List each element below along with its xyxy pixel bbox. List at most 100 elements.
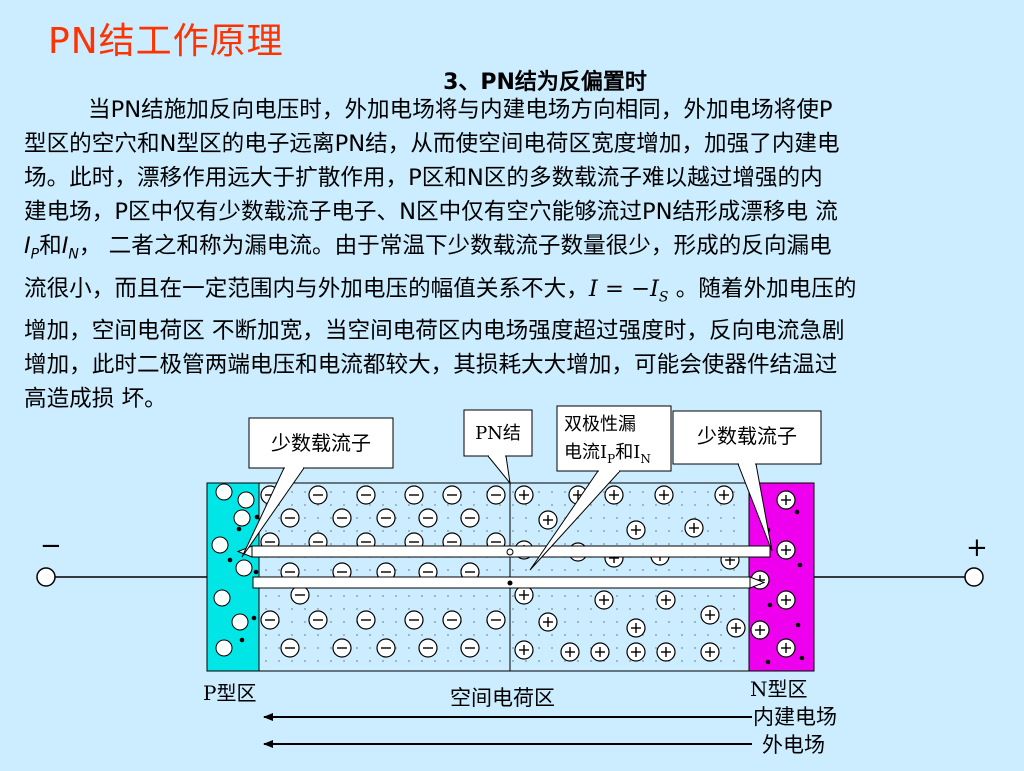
negative-ion (376, 638, 396, 658)
negative-ion (332, 508, 352, 528)
positive-ion (654, 485, 674, 505)
leakage-formula: I = −IS (588, 275, 669, 306)
hole (215, 483, 233, 501)
positive-ion (726, 618, 746, 638)
majority-hole (750, 620, 770, 640)
positive-ion (700, 605, 720, 625)
negative-ion (356, 485, 376, 505)
junction-marker-lower (507, 580, 513, 586)
body-line-3: 场。此时，漂移作用远大于扩散作用，P区和N区的多数载流子难以越过增强的内 (24, 165, 823, 191)
negative-ion (260, 610, 280, 630)
positive-ion (626, 642, 646, 662)
label-external-field: 外电场 (762, 733, 825, 757)
negative-ion (442, 610, 462, 630)
positive-ion (656, 642, 676, 662)
negative-ion (418, 638, 438, 658)
label-minority-right: 少数载流子 (697, 424, 797, 448)
negative-ion (486, 485, 506, 505)
electron-dot (227, 557, 233, 563)
label-p-region: P型区 (203, 681, 256, 705)
electron-dot (794, 509, 800, 515)
positive-ion (538, 510, 558, 530)
majority-hole (776, 638, 796, 658)
electron-dot (799, 655, 805, 661)
drift-arrow-left (236, 545, 771, 558)
hole (213, 589, 231, 607)
negative-ion (280, 638, 300, 658)
positive-ion (514, 585, 534, 605)
body-line-9: 高造成损 坏。 (24, 386, 167, 413)
majority-hole (776, 490, 796, 510)
hole (235, 559, 253, 577)
callout-minority-carrier-right: 少数载流子 (672, 410, 822, 552)
drift-arrow-right (252, 576, 766, 589)
label-leakage-line-1: 双极性漏 (564, 414, 636, 435)
body-line-4: 建电场，P区中仅有少数载流子电子、N区中仅有空穴能够流过PN结形成漂移电 流 (24, 199, 838, 225)
positive-ion (714, 485, 734, 505)
electron-dot (253, 569, 259, 575)
negative-ion (356, 610, 376, 630)
positive-ion (514, 485, 534, 505)
callout-minority-carrier-left: 少数载流子 (241, 417, 394, 558)
body-line-1: 当PN结施加反向电压时，外加电场将与内建电场方向相同，外加电场将使P (88, 97, 833, 123)
body-line-8: 增加，此时二极管两端电压和电流都较大，其损耗大大增加，可能会使器件结温过 (24, 352, 838, 379)
p-region (206, 482, 260, 672)
ions-and-holes (211, 483, 796, 662)
negative-ion (332, 638, 352, 658)
majority-hole (776, 540, 796, 560)
positive-ion (604, 485, 624, 505)
negative-ion (376, 508, 396, 528)
positive-ion (514, 640, 534, 660)
body-line-6: 流很小，而且在一定范围内与外加电压的幅值关系不大，I = −IS 。随着外加电压… (24, 272, 1004, 315)
label-minority-left: 少数载流子 (271, 431, 371, 455)
positive-ion (626, 520, 646, 540)
body-line-5-rest: ， 二者之和称为漏电流。由于常温下少数载流子数量很少，形成的反向漏电 (78, 233, 832, 259)
positive-ion (656, 590, 676, 610)
electron-dot (767, 602, 773, 608)
electron-dot (254, 514, 260, 520)
callout-pn-junction: PN结 (463, 409, 533, 485)
negative-ion (418, 508, 438, 528)
negative-ion (460, 638, 480, 658)
ip-symbol: I (24, 233, 31, 259)
hole (233, 509, 251, 527)
positive-ion (700, 642, 720, 662)
junction-marker-upper (506, 548, 514, 556)
electron-dot (251, 615, 257, 621)
label-built-in-field: 内建电场 (753, 705, 837, 729)
negative-ion (442, 485, 462, 505)
negative-ion (404, 485, 424, 505)
positive-ion (626, 618, 646, 638)
positive-ion (560, 642, 580, 662)
section-heading: 3、PN结为反偏置时 (443, 70, 647, 95)
pn-junction-diagram: − + 少数载流子 PN结 双极性漏 电流IP和IN (36, 405, 988, 757)
electron-dot (795, 622, 801, 628)
negative-ion (486, 610, 506, 630)
in-subscript: N (68, 246, 79, 263)
body-line-5: IP和IN， 二者之和称为漏电流。由于常温下少数载流子数量很少，形成的反向漏电 (24, 229, 1004, 272)
body-paragraph: 当PN结施加反向电压时，外加电场将与内建电场方向相同，外加电场将使P 型区的空穴… (24, 93, 1004, 416)
callout-leakage-current: 双极性漏 电流IP和IN (529, 405, 672, 571)
negative-ion (280, 508, 300, 528)
hole (237, 491, 255, 509)
body-line-2: 型区的空穴和N型区的电子远离PN结，从而使空间电荷区宽度增加，加强了内建电 (24, 131, 840, 157)
negative-ion (404, 610, 424, 630)
electron-dot (765, 659, 771, 665)
negative-ion (308, 485, 328, 505)
label-n-region: N型区 (750, 677, 808, 701)
negative-ion (460, 508, 480, 528)
positive-ion (684, 518, 704, 538)
positive-terminal (964, 567, 984, 587)
body-line-7: 增加，空间电荷区 不断加宽，当空间电荷区内电场强度超过强度时，反向电流急剧 (24, 318, 845, 345)
electron-dot (239, 637, 245, 643)
hole (215, 639, 233, 657)
negative-ion (308, 610, 328, 630)
negative-terminal (36, 567, 56, 587)
body-line-6-after: 。随着外加电压的 (668, 275, 857, 302)
label-pn-junction: PN结 (475, 423, 521, 444)
terminal-plus-sign: + (966, 533, 988, 563)
electron-dot (236, 526, 242, 532)
in-symbol: I (61, 233, 69, 259)
label-leakage-line-2: 电流IP和IN (564, 442, 651, 466)
negative-ion (290, 585, 310, 605)
